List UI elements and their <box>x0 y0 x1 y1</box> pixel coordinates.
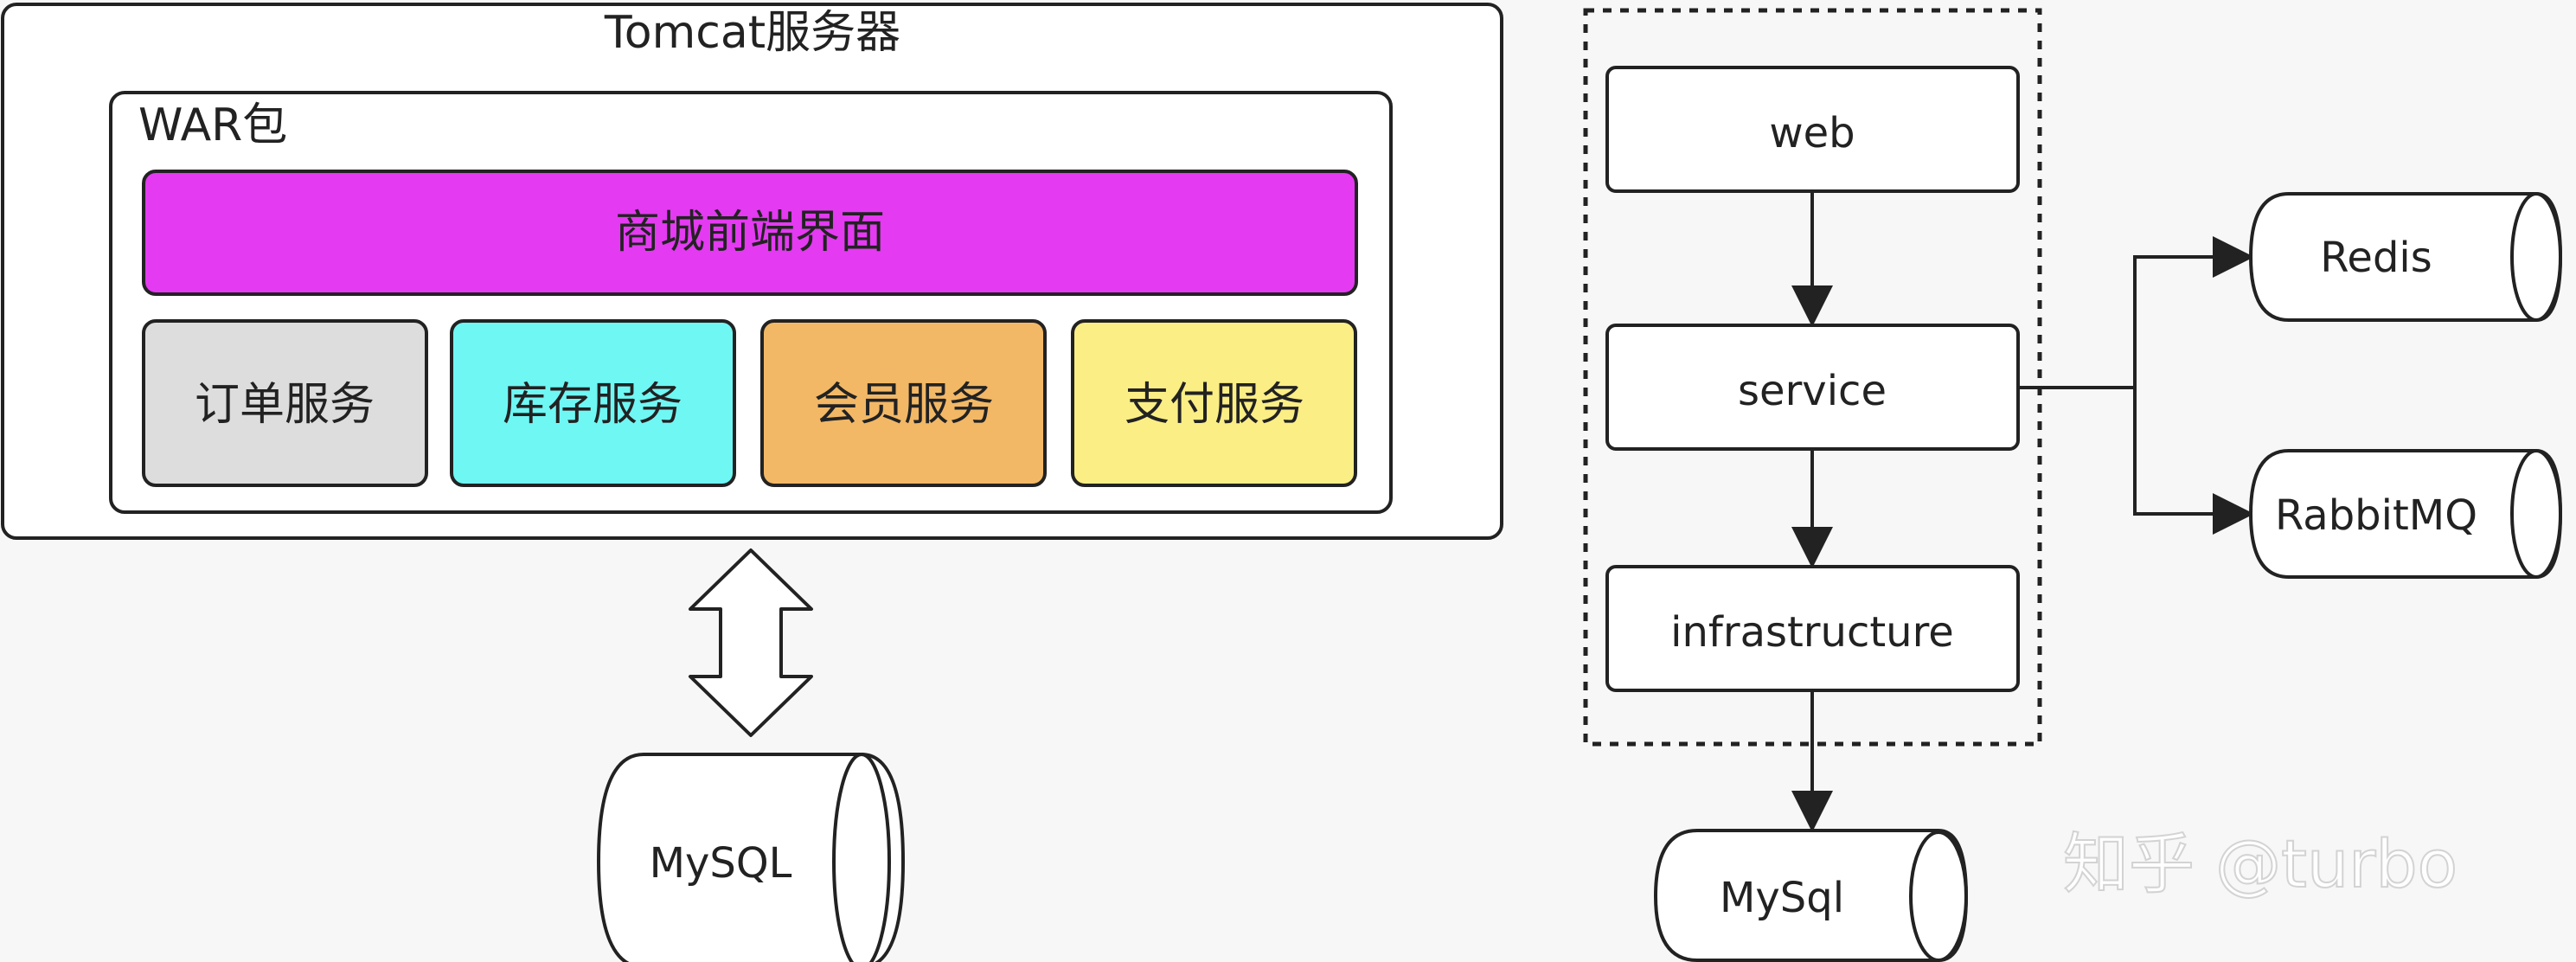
mysql-right-label: MySql <box>1720 874 1844 922</box>
right-diagram: web service infrastructure Redis RabbitM… <box>1583 8 2563 962</box>
service-to-rabbitmq-arrow <box>2133 388 2254 535</box>
member-service-label: 会员服务 <box>814 379 994 431</box>
infrastructure-layer-label: infrastructure <box>1670 608 1954 657</box>
mysql-left-label: MySQL <box>650 839 792 888</box>
frontend-label: 商城前端界面 <box>615 207 885 259</box>
tomcat-server-label: Tomcat服务器 <box>604 7 900 59</box>
watermark-text: 知乎 @turbo <box>2063 825 2457 902</box>
order-service-label: 订单服务 <box>195 379 375 431</box>
bidirectional-arrow <box>689 548 813 737</box>
order-service-box <box>142 319 428 487</box>
mysql-left-cylinder: MySQL <box>596 753 906 962</box>
member-service-box <box>760 319 1047 487</box>
rabbitmq-label: RabbitMQ <box>2275 491 2477 540</box>
war-package-label: WAR包 <box>138 99 287 151</box>
service-layer-label: service <box>1738 367 1887 415</box>
inventory-service-label: 库存服务 <box>503 379 682 431</box>
payment-service-box <box>1071 319 1357 487</box>
redis-cylinder: Redis <box>2248 192 2563 322</box>
mysql-right-cylinder: MySql <box>1653 829 1969 962</box>
left-diagram: Tomcat服务器 WAR包 商城前端界面 订单服务 库存服务 会员服务 支付服… <box>1 3 1503 962</box>
frontend-box <box>142 170 1358 296</box>
rabbitmq-cylinder: RabbitMQ <box>2248 449 2563 579</box>
service-to-redis-arrow <box>2018 236 2254 389</box>
application-boundary <box>1583 8 2042 747</box>
web-layer-label: web <box>1769 109 1855 157</box>
inventory-service-box <box>450 319 736 487</box>
payment-service-label: 支付服务 <box>1125 379 1304 431</box>
redis-label: Redis <box>2320 234 2432 282</box>
